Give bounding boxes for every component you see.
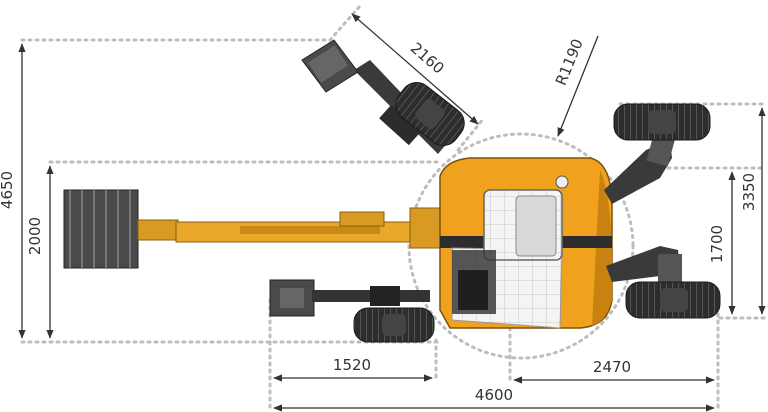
label-turning-radius: R1190	[552, 36, 587, 88]
tire-upper-right	[613, 103, 711, 141]
rear-arms	[604, 131, 682, 284]
lower-swing-arm	[269, 279, 430, 317]
cab-window	[515, 195, 557, 257]
dim-line-turning-radius	[557, 35, 599, 137]
label-arm-length: 2160	[407, 39, 448, 78]
label-front-overhang: 1520	[333, 356, 371, 374]
front-boom	[63, 189, 447, 269]
chassis	[439, 157, 613, 329]
dimension-lines	[18, 13, 766, 412]
label-rear-width: 1700	[708, 225, 726, 263]
label-overall-height: 4650	[0, 171, 16, 209]
machine-top-view	[63, 39, 721, 343]
tire-lower-right	[625, 281, 721, 319]
dim-line-arm-length	[351, 13, 479, 125]
tire-lower-left	[353, 307, 435, 343]
label-rear-track-depth: 3350	[740, 173, 758, 211]
label-overall-length: 4600	[475, 386, 513, 404]
bucket	[63, 189, 139, 269]
label-rear-section: 2470	[593, 358, 631, 376]
extension-lines	[20, 4, 768, 412]
tire-upper-left	[395, 82, 465, 146]
turning-radius-circle	[407, 132, 635, 360]
beacon-light	[555, 175, 569, 189]
label-body-width: 2000	[26, 217, 44, 255]
